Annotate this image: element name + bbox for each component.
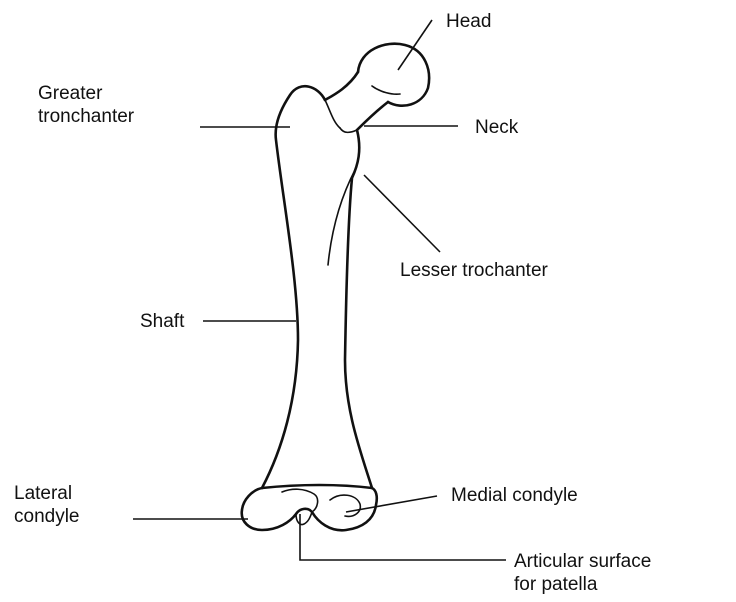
label-greater-trochanter-line2: tronchanter [38,105,134,128]
articular-surface-leader [300,514,506,560]
label-greater-trochanter: Greater tronchanter [38,82,134,128]
femur-lateral-outline [262,86,325,488]
label-head-text: Head [446,10,491,33]
label-medial-condyle-text: Medial condyle [451,484,578,507]
label-shaft-text: Shaft [140,310,184,333]
label-lateral-condyle-line1: Lateral [14,482,80,505]
label-lateral-condyle-line2: condyle [14,505,80,528]
intertrochanteric-line [340,128,357,132]
medial-condyle-shape [330,495,360,516]
femur-head-fovea [372,86,400,94]
label-articular-surface-line2: for patella [514,573,651,596]
femur-head [358,44,429,106]
label-lateral-condyle: Lateral condyle [14,482,80,528]
label-articular-surface: Articular surface for patella [514,550,651,596]
greater-trochanter-notch [325,100,340,128]
leader-lines [133,20,506,560]
condyle-notch [296,512,312,525]
label-lesser-trochanter: Lesser trochanter [400,259,548,282]
lesser-trochanter-leader [364,175,440,252]
label-lesser-trochanter-text: Lesser trochanter [400,259,548,282]
label-neck-text: Neck [475,116,518,139]
label-neck: Neck [475,116,518,139]
femur-bone [242,44,429,531]
label-shaft: Shaft [140,310,184,333]
label-head: Head [446,10,491,33]
label-articular-surface-line1: Articular surface [514,550,651,573]
label-greater-trochanter-line1: Greater [38,82,134,105]
femur-neck-upper [325,72,358,100]
label-medial-condyle: Medial condyle [451,484,578,507]
patellar-surface [282,489,318,512]
